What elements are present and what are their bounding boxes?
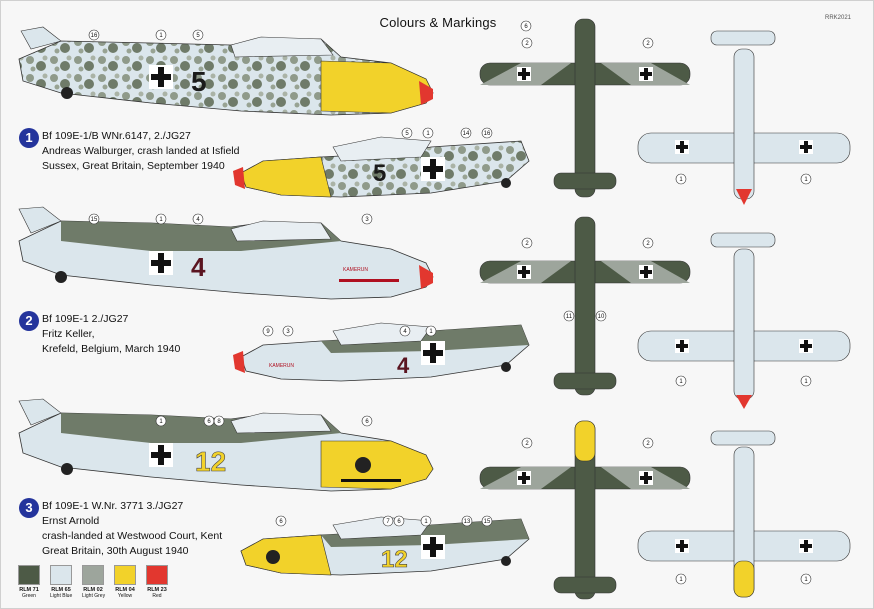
svg-text:1: 1 [804, 177, 808, 183]
legend-rlm23-swatch [146, 565, 168, 585]
colour-legend: RLM 71 Green RLM 65 Light Blue RLM 02 Li… [18, 565, 178, 605]
svg-text:2: 2 [525, 241, 529, 247]
entry-3-line4: Great Britain, 30th August 1940 [42, 545, 189, 557]
planform-top-1 [479, 18, 691, 198]
svg-text:1: 1 [424, 519, 428, 525]
entry-2-badge: 2 [19, 311, 39, 331]
svg-text:1: 1 [804, 577, 808, 583]
profile-2-left: 4 KAMERUN [18, 206, 434, 300]
legend-rlm65-swatch [50, 565, 72, 585]
profile-1-code-right: 5 [373, 160, 386, 187]
entry-2-line1: Bf 109E-1 2./JG27 [42, 313, 129, 325]
svg-text:14: 14 [463, 131, 470, 137]
profile-3-left: 12 [18, 398, 434, 492]
planform-bottom-3 [637, 430, 851, 598]
svg-text:13: 13 [464, 519, 471, 525]
entry-1-badge: 1 [19, 128, 39, 148]
svg-text:6: 6 [365, 419, 369, 425]
svg-text:4: 4 [403, 329, 407, 335]
svg-text:1: 1 [426, 131, 430, 137]
svg-text:1: 1 [679, 577, 683, 583]
legend-rlm02-swatch [82, 565, 104, 585]
svg-text:6: 6 [279, 519, 283, 525]
legend-rlm02: RLM 02 Light Grey [82, 565, 105, 605]
planform-bottom-2 [637, 232, 851, 409]
planform-top-3 [479, 420, 691, 600]
svg-text:8: 8 [217, 419, 221, 425]
profile-2-right: 4 KAMERUN [233, 322, 530, 382]
svg-text:1: 1 [159, 33, 163, 39]
callout-labels: 16 1 5 6 2 2 5 1 14 16 1 1 15 1 4 3 2 2 … [91, 24, 809, 583]
legend-rlm71: RLM 71 Green [18, 565, 40, 605]
svg-text:2: 2 [646, 41, 650, 47]
svg-text:2: 2 [525, 441, 529, 447]
svg-text:3: 3 [286, 329, 290, 335]
svg-text:1: 1 [159, 217, 163, 223]
planform-top-2 [479, 216, 691, 396]
entry-2-line2: Fritz Keller, [42, 328, 95, 340]
svg-text:1: 1 [429, 329, 433, 335]
svg-text:16: 16 [91, 33, 98, 39]
planform-bottom-1 [637, 30, 851, 205]
svg-text:6: 6 [397, 519, 401, 525]
entry-1-line1: Bf 109E-1/B WNr.6147, 2./JG27 [42, 130, 191, 142]
svg-text:15: 15 [484, 519, 491, 525]
svg-text:2: 2 [525, 41, 529, 47]
entry-2-line3: Krefeld, Belgium, March 1940 [42, 343, 181, 355]
svg-text:1: 1 [804, 379, 808, 385]
profile-1-left: 5 [18, 26, 434, 116]
entry-3-line2: Ernst Arnold [42, 515, 100, 527]
entry-3-badge: 3 [19, 498, 39, 518]
svg-text:2: 2 [646, 241, 650, 247]
entry-3-line3: crash-landed at Westwood Court, Kent [42, 530, 223, 542]
legend-rlm65: RLM 65 Light Blue [50, 565, 72, 605]
svg-text:3: 3 [365, 217, 369, 223]
svg-text:11: 11 [566, 314, 573, 320]
svg-text:1: 1 [679, 177, 683, 183]
profile-3-right: 12 [240, 516, 530, 576]
svg-text:9: 9 [266, 329, 270, 335]
svg-text:6: 6 [524, 24, 528, 30]
legend-rlm23: RLM 23 Red [146, 565, 168, 605]
entry-1-line3: Sussex, Great Britain, September 1940 [42, 160, 225, 172]
legend-rlm71-swatch [18, 565, 40, 585]
svg-text:5: 5 [405, 131, 409, 137]
profile-2-nose-text-left: KAMERUN [343, 267, 368, 273]
entry-1-line2: Andreas Walburger, crash landed at Isfie… [42, 145, 240, 157]
profile-2-code-left: 4 [191, 252, 206, 282]
callouts [88, 20, 812, 585]
profile-3-code-right: 12 [381, 546, 408, 573]
svg-text:10: 10 [598, 314, 605, 320]
page-title: Colours & Markings [379, 15, 497, 30]
legend-rlm04-swatch [114, 565, 136, 585]
profile-2-nose-text-right: KAMERUN [269, 363, 294, 369]
svg-text:2: 2 [646, 441, 650, 447]
profile-3-code-left: 12 [195, 446, 226, 477]
sheet-code: RRK2021 [824, 15, 851, 21]
profile-2-code-right: 4 [397, 353, 410, 378]
svg-text:6: 6 [207, 419, 211, 425]
entry-3-line1: Bf 109E-1 W.Nr. 3771 3./JG27 [42, 500, 184, 512]
svg-text:1: 1 [679, 379, 683, 385]
svg-text:15: 15 [91, 217, 98, 223]
profile-1-right: 5 [233, 136, 530, 198]
svg-text:5: 5 [196, 33, 200, 39]
svg-text:7: 7 [386, 519, 390, 525]
svg-text:4: 4 [196, 217, 200, 223]
legend-rlm04: RLM 04 Yellow [114, 565, 136, 605]
svg-text:16: 16 [484, 131, 491, 137]
svg-text:1: 1 [159, 419, 163, 425]
profile-1-code-left: 5 [191, 66, 207, 97]
